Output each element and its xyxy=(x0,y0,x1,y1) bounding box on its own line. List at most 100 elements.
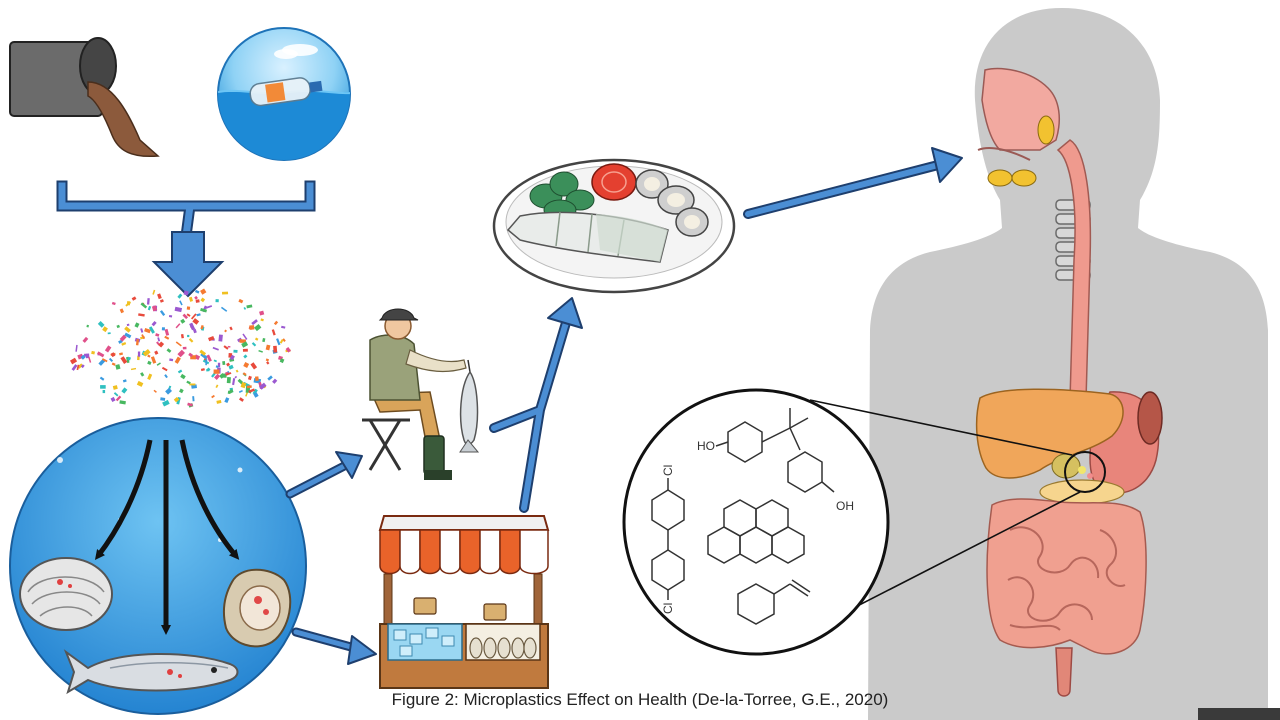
microplastic-fragment xyxy=(200,352,208,360)
microplastic-fragment xyxy=(110,396,116,403)
styrene-structure xyxy=(737,579,811,625)
microplastic-fragment xyxy=(158,341,165,348)
microplastic-fragment xyxy=(137,351,141,357)
microplastic-fragment xyxy=(88,356,92,363)
microplastic-fragment xyxy=(246,304,253,309)
microplastic-fragment xyxy=(250,362,258,370)
microplastic-fragment xyxy=(194,289,200,294)
microplastic-fragment xyxy=(251,319,258,326)
microplastic-fragment xyxy=(160,397,166,401)
microplastic-fragment xyxy=(182,346,187,350)
chlorine-label-top: Cl xyxy=(661,465,675,476)
microplastic-fragment xyxy=(116,324,121,329)
microplastic-fragment xyxy=(126,323,130,327)
microplastic-fragment xyxy=(164,335,170,340)
microplastic-fragment xyxy=(218,334,223,342)
microplastic-fragment xyxy=(232,378,236,386)
microplastic-fragment xyxy=(235,369,239,373)
microplastic-fragment xyxy=(259,310,265,316)
pcb-structure xyxy=(651,478,685,600)
microplastic-fragment xyxy=(211,394,215,399)
microplastic-fragment xyxy=(137,355,140,361)
microplastic-fragment xyxy=(227,390,231,395)
microplastic-fragment xyxy=(110,352,116,358)
microplastic-fragment xyxy=(146,298,150,305)
microplastic-fragment xyxy=(254,337,259,341)
microplastic-fragment xyxy=(80,364,85,369)
microplastic-fragment xyxy=(130,367,137,371)
arrow-sea-to-market xyxy=(291,627,377,665)
microplastic-fragment xyxy=(119,308,125,314)
microplastic-fragment xyxy=(121,341,127,346)
microplastic-fragment xyxy=(191,384,197,389)
microplastic-fragment xyxy=(71,364,78,371)
microplastic-fragment xyxy=(213,359,217,363)
microplastic-fragment xyxy=(192,318,200,325)
microplastic-fragment xyxy=(111,301,116,306)
microplastic-fragment xyxy=(150,356,157,364)
microplastic-fragment xyxy=(242,333,248,340)
microplastic-fragment xyxy=(147,305,152,311)
microplastic-fragment xyxy=(229,354,235,361)
microplastic-fragment xyxy=(238,389,243,393)
microplastic-fragment xyxy=(151,321,157,327)
microplastic-fragment xyxy=(122,379,127,383)
microplastic-fragment xyxy=(140,302,148,309)
microplastic-fragment xyxy=(174,356,181,364)
figure-caption: Figure 2: Microplastics Effect on Health… xyxy=(391,690,889,709)
microplastic-fragment xyxy=(144,328,151,334)
player-corner-overlay xyxy=(1198,708,1280,720)
microplastic-fragment xyxy=(107,332,111,335)
microplastic-fragment xyxy=(200,325,204,330)
microplastic-fragment xyxy=(119,400,126,405)
microplastic-fragment xyxy=(228,364,234,370)
microplastic-fragment xyxy=(182,313,189,320)
microplastic-fragment xyxy=(148,326,155,334)
microplastic-fragment xyxy=(83,353,89,357)
microplastic-fragment xyxy=(200,308,208,313)
microplastic-fragment xyxy=(161,366,168,372)
microplastic-fragment xyxy=(248,388,255,393)
microplastic-particles xyxy=(69,288,292,408)
microplastic-fragment xyxy=(206,367,211,372)
microplastic-fragment xyxy=(273,345,278,353)
microplastic-fragment xyxy=(226,362,231,367)
microplastic-fragment xyxy=(161,327,165,331)
arrow-sea-to-fisherman xyxy=(285,451,363,499)
microplastic-fragment xyxy=(279,339,284,344)
microplastic-fragment xyxy=(175,323,181,329)
microplastic-fragment xyxy=(253,392,259,398)
microplastic-fragment xyxy=(189,383,196,386)
microplastic-fragment xyxy=(208,336,215,342)
pyrene-structure xyxy=(707,499,805,564)
microplastic-fragment xyxy=(101,358,108,363)
microplastic-fragment xyxy=(102,326,108,333)
microplastic-fragment xyxy=(271,329,276,336)
microplastic-fragment xyxy=(175,341,182,347)
microplastic-fragment xyxy=(246,385,252,389)
microplastic-fragment xyxy=(200,368,205,372)
microplastic-fragment xyxy=(241,341,249,348)
merge-bracket xyxy=(56,180,316,243)
microplastic-fragment xyxy=(234,375,238,379)
microplastic-fragment xyxy=(131,296,137,301)
microplastic-fragment xyxy=(180,333,184,339)
microplastic-fragment xyxy=(242,348,248,352)
microplastic-fragment xyxy=(225,372,232,376)
microplastic-fragment xyxy=(254,376,259,381)
microplastic-fragment xyxy=(111,362,116,366)
microplastic-fragment xyxy=(76,364,80,371)
microplastic-fragment xyxy=(240,382,247,389)
microplastic-fragment xyxy=(91,350,96,355)
microplastic-fragment xyxy=(200,288,207,295)
microplastic-fragment xyxy=(243,362,250,368)
microplastic-fragment xyxy=(135,338,139,346)
microplastic-fragment xyxy=(186,306,191,310)
microplastic-fragment xyxy=(188,338,194,343)
microplastic-fragment xyxy=(199,349,207,356)
microplastic-fragment xyxy=(162,399,170,407)
microplastic-fragment xyxy=(159,310,166,317)
microplastic-fragment xyxy=(216,399,222,404)
microplastic-fragment xyxy=(147,373,153,380)
flow-arrows xyxy=(285,147,963,665)
